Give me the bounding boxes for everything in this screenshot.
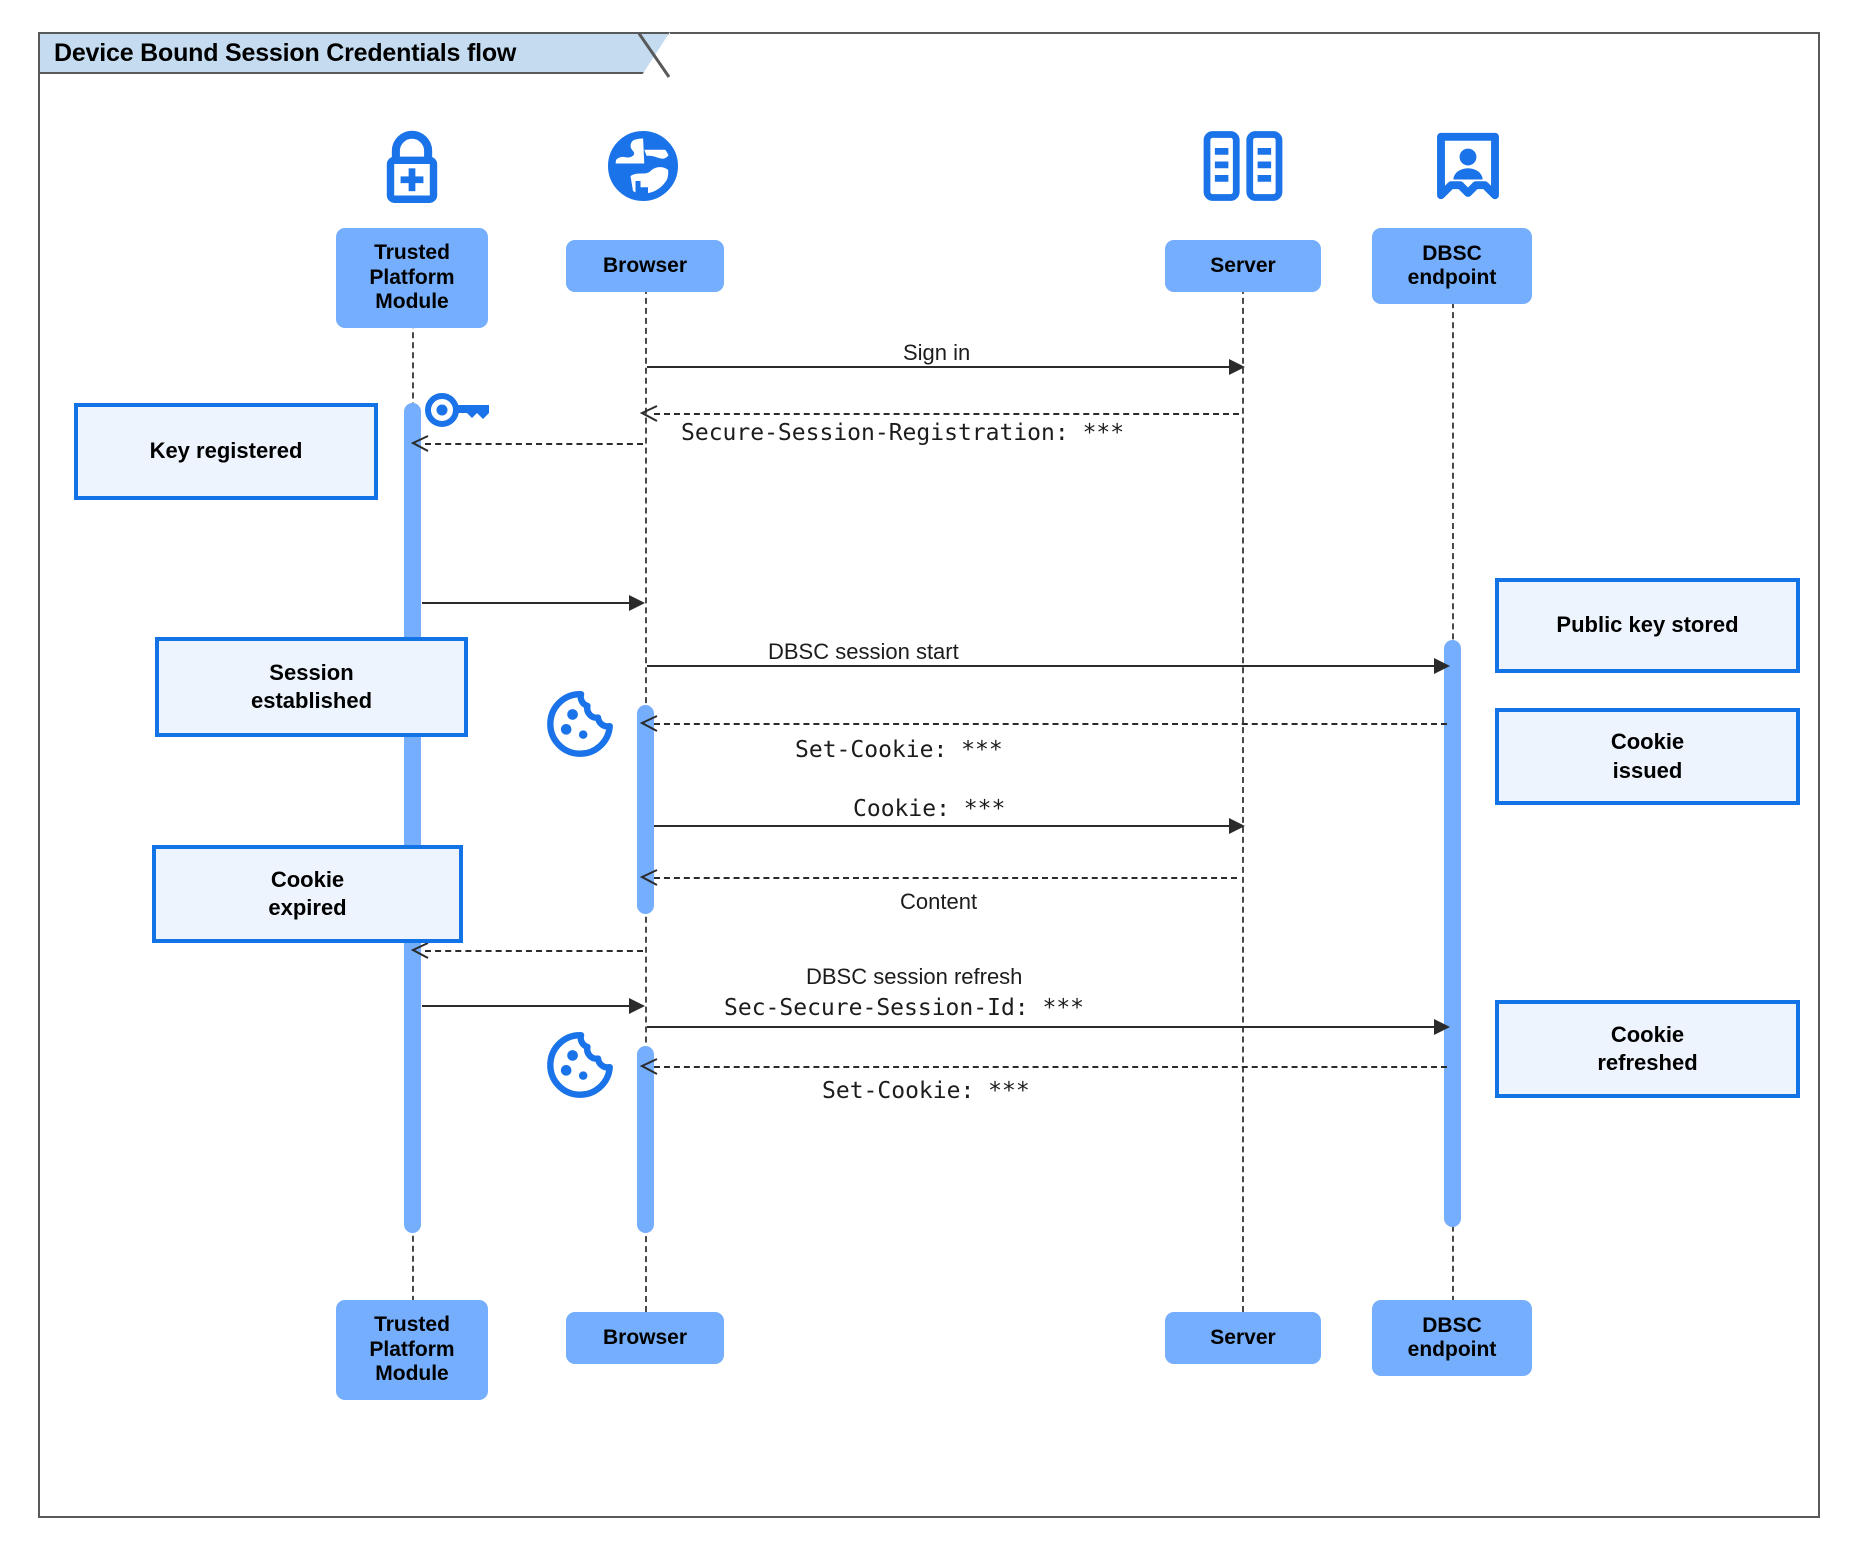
message-label-set-cookie-1: Set-Cookie: *** (795, 737, 1003, 763)
participant-top-dbsc[interactable]: DBSC endpoint (1372, 228, 1532, 304)
note-text: Cookie expired (268, 866, 347, 920)
message-arrowhead-cookie (1229, 818, 1245, 834)
note-text: Key registered (149, 438, 303, 464)
activation-browser-1 (637, 705, 654, 914)
message-line-secure-session-registration (654, 413, 1239, 415)
message-line-set-cookie-2 (654, 1066, 1447, 1068)
participant-label: Server (1210, 1325, 1276, 1349)
message-label-sec-secure-session-id: Sec-Secure-Session-Id: *** (724, 995, 1085, 1021)
message-label-dbsc-session-refresh: DBSC session refresh (806, 964, 1023, 989)
message-label-set-cookie-2: Set-Cookie: *** (822, 1078, 1030, 1104)
note-key-registered: Key registered (74, 403, 378, 500)
message-line-sign-challenge-request (425, 950, 643, 952)
message-line-dbsc-session-refresh (647, 1026, 1447, 1028)
message-arrowhead-sign-in (1229, 359, 1245, 375)
participant-label: DBSC endpoint (1407, 241, 1497, 289)
participant-label: Trusted Platform Module (369, 1313, 455, 1386)
participant-bottom-dbsc[interactable]: DBSC endpoint (1372, 1300, 1532, 1376)
message-arrowhead-set-cookie-1 (640, 715, 658, 732)
message-arrowhead-dbsc-session-start (1434, 658, 1450, 674)
server-racks-icon (1202, 130, 1284, 207)
note-public-key-stored: Public key stored (1495, 578, 1800, 673)
padlock-plus-icon (369, 124, 455, 215)
note-text: Public key stored (1556, 612, 1739, 638)
note-text: Cookie issued (1610, 729, 1685, 783)
cookie-icon (546, 690, 614, 763)
diagram-frame (38, 32, 1820, 1518)
message-line-sign-challenge-response (422, 1005, 637, 1007)
activation-dbsc (1444, 640, 1461, 1227)
activation-tpm (404, 403, 421, 1233)
message-line-register-key-request (425, 443, 643, 445)
lifeline-server (1242, 248, 1244, 1322)
frame-tab-corner (640, 32, 670, 78)
note-cookie-issued: Cookie issued (1495, 708, 1800, 805)
message-label-cookie: Cookie: *** (853, 796, 1006, 822)
globe-icon (603, 126, 683, 211)
message-label-sign-in: Sign in (903, 340, 971, 365)
message-line-key-response (422, 602, 637, 604)
message-arrowhead-secure-session-registration (640, 405, 658, 422)
message-arrowhead-key-response (629, 595, 645, 611)
note-cookie-expired: Cookie expired (152, 845, 463, 943)
note-text: Session established (250, 659, 373, 713)
participant-bottom-server[interactable]: Server (1165, 1312, 1321, 1364)
frame-title-tab: Device Bound Session Credentials flow (38, 32, 670, 78)
participant-label: Trusted Platform Module (369, 241, 455, 314)
message-arrowhead-sign-challenge-request (411, 942, 429, 959)
message-arrowhead-content (640, 869, 658, 886)
participant-top-server[interactable]: Server (1165, 240, 1321, 292)
participant-label: Server (1210, 253, 1276, 277)
message-label-dbsc-session-start: DBSC session start (768, 639, 959, 664)
note-session-established: Session established (155, 637, 468, 737)
frame-title: Device Bound Session Credentials flow (54, 38, 517, 67)
message-line-content (654, 877, 1237, 879)
message-label-secure-session-registration: Secure-Session-Registration: *** (681, 420, 1125, 446)
participant-bottom-browser[interactable]: Browser (566, 1312, 724, 1364)
participant-label: Browser (602, 1325, 688, 1349)
message-line-cookie (654, 825, 1237, 827)
message-arrowhead-sign-challenge-response (629, 998, 645, 1014)
activation-browser-2 (637, 1046, 654, 1233)
id-badge-icon (1432, 130, 1504, 207)
message-line-dbsc-session-start (647, 665, 1447, 667)
participant-top-browser[interactable]: Browser (566, 240, 724, 292)
key-icon (424, 386, 496, 439)
message-label-content: Content (900, 889, 978, 914)
participant-bottom-tpm[interactable]: Trusted Platform Module (336, 1300, 488, 1400)
cookie-icon (546, 1031, 614, 1104)
note-text: Cookie refreshed (1597, 1021, 1698, 1075)
message-arrowhead-set-cookie-2 (640, 1058, 658, 1075)
message-arrowhead-register-key-request (411, 435, 429, 452)
message-line-sign-in (647, 366, 1237, 368)
participant-label: DBSC endpoint (1407, 1313, 1497, 1361)
participant-label: Browser (602, 253, 688, 277)
note-cookie-refreshed: Cookie refreshed (1495, 1000, 1800, 1098)
message-line-set-cookie-1 (654, 723, 1447, 725)
participant-top-tpm[interactable]: Trusted Platform Module (336, 228, 488, 328)
message-arrowhead-dbsc-session-refresh (1434, 1019, 1450, 1035)
